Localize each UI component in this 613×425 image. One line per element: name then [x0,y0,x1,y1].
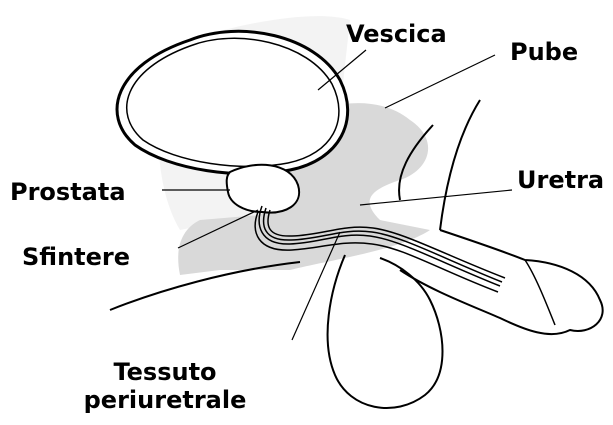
tessuto-label-line2: periuretrale [0,386,330,414]
pube-leader [385,55,495,108]
prostata-shape [227,165,299,213]
tessuto-periuretrale-label: Tessuto periuretrale [0,358,330,414]
uretra-leader [360,190,512,205]
sfintere-label: Sfintere [22,243,130,271]
uretra-label: Uretra [517,166,604,194]
vescica-label: Vescica [346,20,447,48]
prostata-label: Prostata [10,178,126,206]
vescica-shape [117,31,348,174]
glans-outline [525,260,555,325]
pube-label: Pube [510,38,578,66]
abdomen-outline [440,100,480,230]
tessuto-label-line1: Tessuto [0,358,330,386]
scrotum-outline [328,255,443,408]
